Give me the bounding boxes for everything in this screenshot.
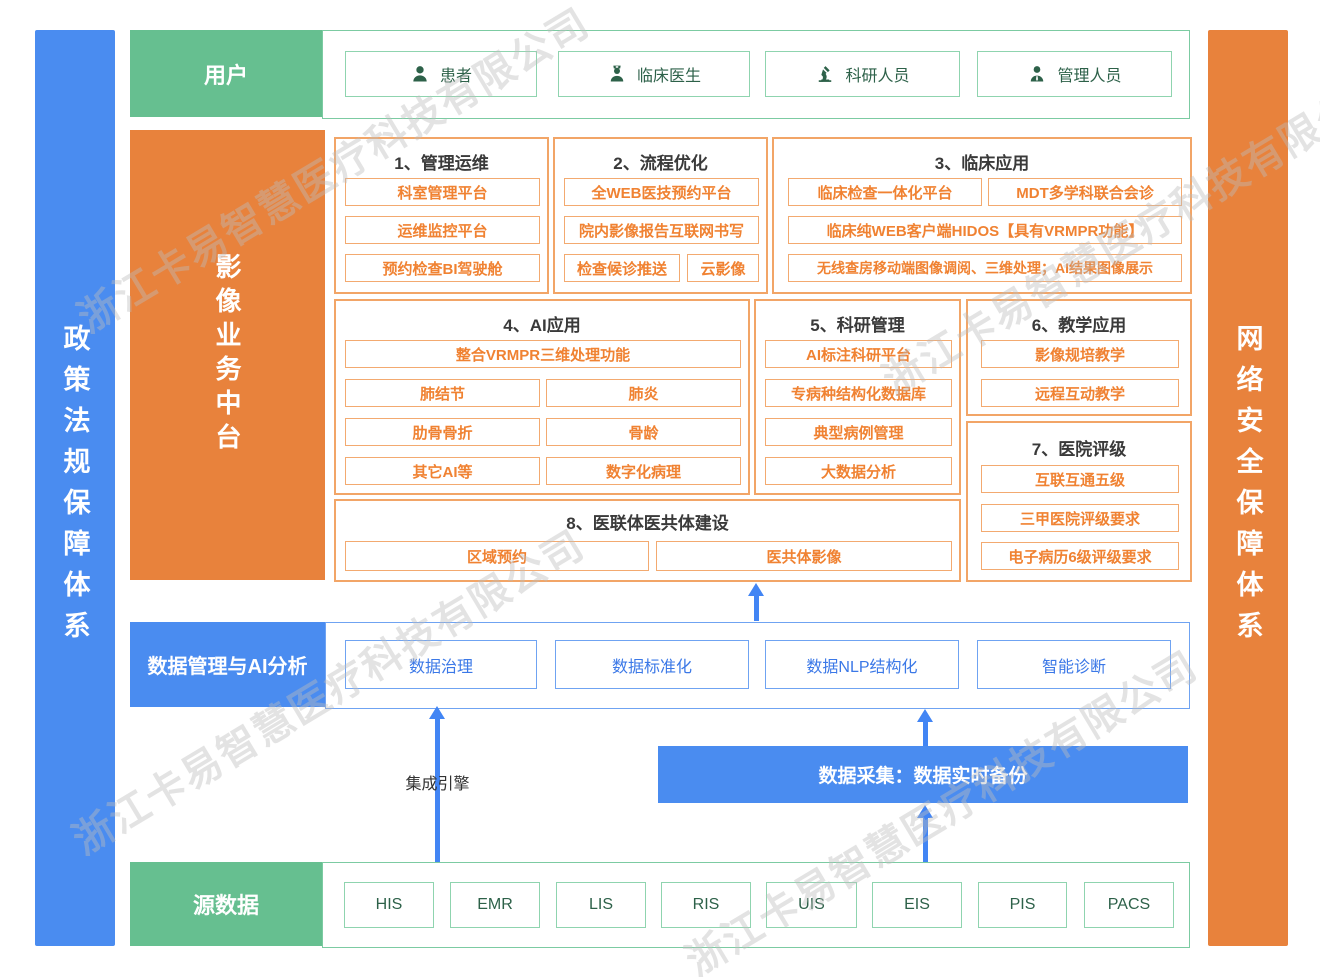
group-hospital-rating: 7、医院评级 互联互通五级 三甲医院评级要求 电子病历6级评级要求 xyxy=(966,421,1192,582)
data-mgmt-row-label: 数据管理与AI分析 xyxy=(130,622,325,707)
platform-item: 运维监控平台 xyxy=(345,216,540,244)
platform-item: 院内影像报告互联网书写 xyxy=(564,216,759,244)
platform-item: 临床纯WEB客户端HIDOS【具有VRMPR功能】 xyxy=(788,216,1182,244)
network-security-label: 网络安全保障体系 xyxy=(1232,324,1263,652)
platform-item: 远程互动教学 xyxy=(981,379,1179,407)
platform-item: 肺炎 xyxy=(546,379,741,407)
source-system-box: PIS xyxy=(978,882,1067,928)
data-collection-up-arrow-head xyxy=(917,709,933,722)
platform-item: 检查候诊推送 xyxy=(564,254,680,282)
user-label: 管理人员 xyxy=(1057,68,1122,85)
group-ai-application: 4、AI应用 整合VRMPR三维处理功能 肺结节 肺炎 肋骨骨折 骨龄 其它AI… xyxy=(334,299,750,495)
source-system-box: HIS xyxy=(344,882,434,928)
platform-item: 互联互通五级 xyxy=(981,465,1179,493)
platform-item: 数字化病理 xyxy=(546,457,741,485)
platform-item: MDT多学科联合会诊 xyxy=(988,178,1182,206)
group-process-optimization: 2、流程优化 全WEB医技预约平台 院内影像报告互联网书写 检查候诊推送 云影像 xyxy=(553,137,768,294)
doctor-icon xyxy=(610,65,624,82)
platform-item: 全WEB医技预约平台 xyxy=(564,178,759,206)
platform-item: 三甲医院评级要求 xyxy=(981,504,1179,532)
group-title: 2、流程优化 xyxy=(613,154,708,173)
user-label: 科研人员 xyxy=(845,68,910,85)
source-system-box: PACS xyxy=(1084,882,1174,928)
platform-item: 区域预约 xyxy=(345,541,649,571)
user-box-researcher: 科研人员 xyxy=(765,51,960,97)
data-mgmt-item: 智能诊断 xyxy=(977,640,1171,689)
data-collection-box: 数据采集：数据实时备份 xyxy=(658,746,1188,803)
admin-person-icon xyxy=(1031,66,1044,82)
platform-item: 临床检查一体化平台 xyxy=(788,178,982,206)
user-box-clinician: 临床医生 xyxy=(558,51,750,97)
group-title: 6、教学应用 xyxy=(1031,316,1127,335)
source-row-label: 源数据 xyxy=(130,862,322,946)
group-title: 4、AI应用 xyxy=(503,316,581,335)
group-title: 3、临床应用 xyxy=(934,154,1030,173)
platform-item: 典型病例管理 xyxy=(765,418,952,446)
group-medical-alliance: 8、医联体医共体建设 区域预约 医共体影像 xyxy=(334,499,961,582)
policy-regulation-label: 政策法规保障体系 xyxy=(59,324,90,652)
source-system-box: EMR xyxy=(450,882,540,928)
platform-item: 专病种结构化数据库 xyxy=(765,379,952,407)
group-title: 1、管理运维 xyxy=(394,154,489,173)
group-title: 5、科研管理 xyxy=(810,316,905,335)
platform-item: 影像规培教学 xyxy=(981,340,1179,368)
arrow-to-platform-head xyxy=(748,583,764,596)
source-system-box: LIS xyxy=(556,882,646,928)
platform-item: 骨龄 xyxy=(546,418,741,446)
arrow-to-platform-shaft xyxy=(754,595,759,621)
user-box-manager: 管理人员 xyxy=(977,51,1172,97)
group-clinical-application: 3、临床应用 临床检查一体化平台 MDT多学科联合会诊 临床纯WEB客户端HID… xyxy=(772,137,1192,294)
group-title: 7、医院评级 xyxy=(1031,440,1127,459)
user-label: 患者 xyxy=(439,68,472,85)
users-row-label: 用户 xyxy=(130,30,322,117)
source-to-collection-arrow-shaft xyxy=(923,817,928,862)
group-management-ops: 1、管理运维 科室管理平台 运维监控平台 预约检查BI驾驶舱 xyxy=(334,137,549,294)
platform-item: AI标注科研平台 xyxy=(765,340,952,368)
platform-item: 肺结节 xyxy=(345,379,540,407)
source-system-box: RIS xyxy=(661,882,751,928)
integration-engine-arrow-shaft xyxy=(435,718,440,862)
user-label: 临床医生 xyxy=(636,68,701,85)
patient-icon xyxy=(413,66,427,82)
group-teaching-application: 6、教学应用 影像规培教学 远程互动教学 xyxy=(966,299,1192,416)
group-title: 8、医联体医共体建设 xyxy=(566,514,729,533)
platform-item: 其它AI等 xyxy=(345,457,540,485)
source-system-box: EIS xyxy=(872,882,962,928)
platform-item: 大数据分析 xyxy=(765,457,952,485)
data-collection-up-arrow-shaft xyxy=(923,720,928,746)
platform-item: 电子病历6级评级要求 xyxy=(981,542,1179,570)
imaging-platform-label: 影像业务中台 xyxy=(212,253,242,457)
platform-item: 无线查房移动端图像调阅、三维处理；AI结果图像展示 xyxy=(788,254,1182,282)
data-mgmt-item: 数据治理 xyxy=(345,640,537,689)
source-to-collection-arrow-head xyxy=(917,805,933,818)
integration-engine-label: 集成引擎 xyxy=(405,776,470,793)
platform-item: 整合VRMPR三维处理功能 xyxy=(345,340,741,368)
source-system-box: UIS xyxy=(766,882,857,928)
group-research-management: 5、科研管理 AI标注科研平台 专病种结构化数据库 典型病例管理 大数据分析 xyxy=(754,299,961,495)
microscope-icon xyxy=(819,66,832,82)
policy-regulation-bar: 政策法规保障体系 xyxy=(35,30,115,946)
platform-item: 医共体影像 xyxy=(656,541,952,571)
platform-item: 肋骨骨折 xyxy=(345,418,540,446)
data-mgmt-item: 数据NLP结构化 xyxy=(765,640,959,689)
platform-item: 云影像 xyxy=(687,254,759,282)
platform-item: 预约检查BI驾驶舱 xyxy=(345,254,540,282)
user-box-patient: 患者 xyxy=(345,51,537,97)
network-security-bar: 网络安全保障体系 xyxy=(1208,30,1288,946)
imaging-platform-block: 影像业务中台 xyxy=(130,130,325,580)
data-mgmt-item: 数据标准化 xyxy=(555,640,749,689)
integration-engine-arrow-head xyxy=(429,706,445,719)
platform-item: 科室管理平台 xyxy=(345,178,540,206)
